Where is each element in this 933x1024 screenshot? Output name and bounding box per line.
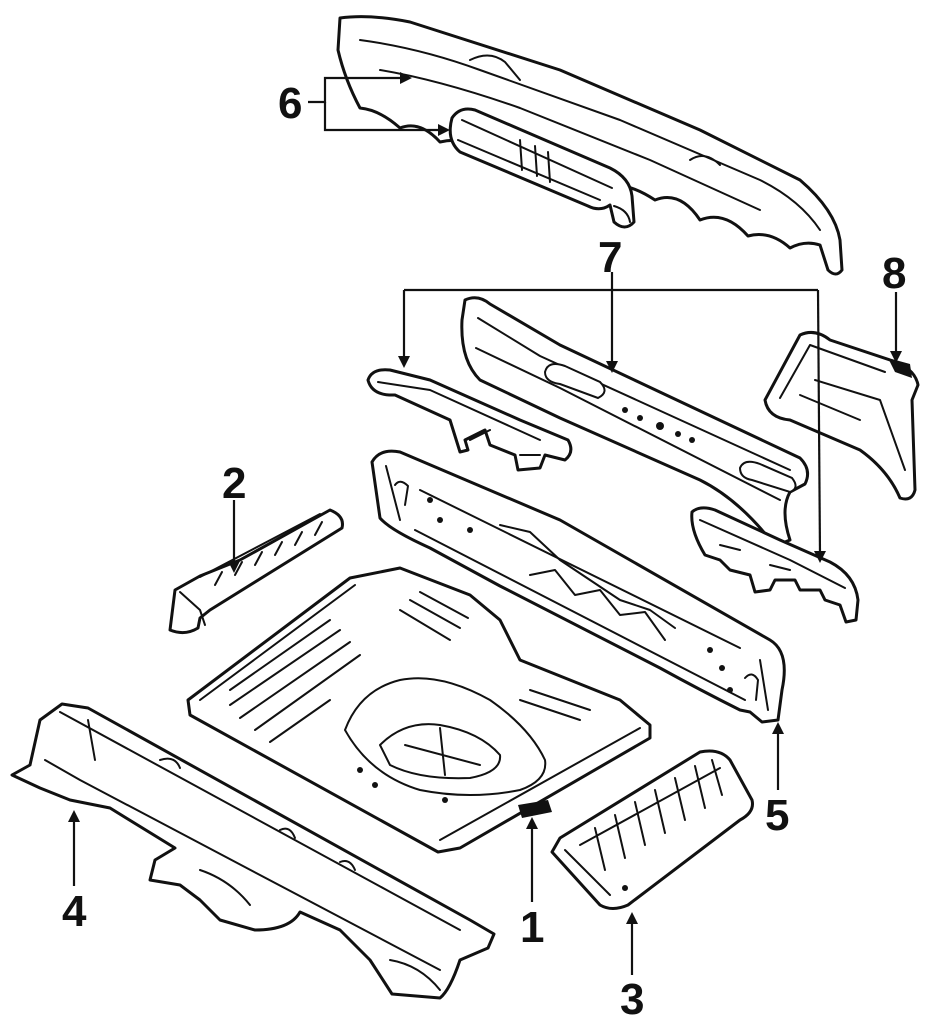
- side-rail: [10, 702, 496, 1000]
- rear-floor-pan: [186, 566, 652, 854]
- callout-labels: 6 7 8 2 5 4 1 3: [62, 79, 906, 1024]
- callout-2: 2: [222, 459, 246, 508]
- callout-3: 3: [620, 975, 644, 1024]
- callout-4: 4: [62, 887, 87, 936]
- corner-extension-panel: [763, 330, 920, 501]
- callout-6: 6: [278, 79, 302, 128]
- floor-crossmember: [168, 508, 344, 635]
- callout-7: 7: [598, 233, 622, 282]
- callout-1: 1: [520, 903, 544, 952]
- callout-8: 8: [882, 249, 906, 298]
- package-tray-shelf: [336, 15, 844, 276]
- rear-panel-right-reinforcement: [690, 506, 860, 624]
- rear-body-panel: [370, 449, 786, 724]
- rear-panel-left-reinforcement: [366, 368, 573, 472]
- floor-extension-bracket: [550, 749, 754, 910]
- callout-5: 5: [765, 791, 789, 840]
- rear-panel-upper-reinforcement: [460, 296, 810, 548]
- package-tray-reinforcement: [448, 107, 636, 229]
- leader-lines: [68, 72, 902, 975]
